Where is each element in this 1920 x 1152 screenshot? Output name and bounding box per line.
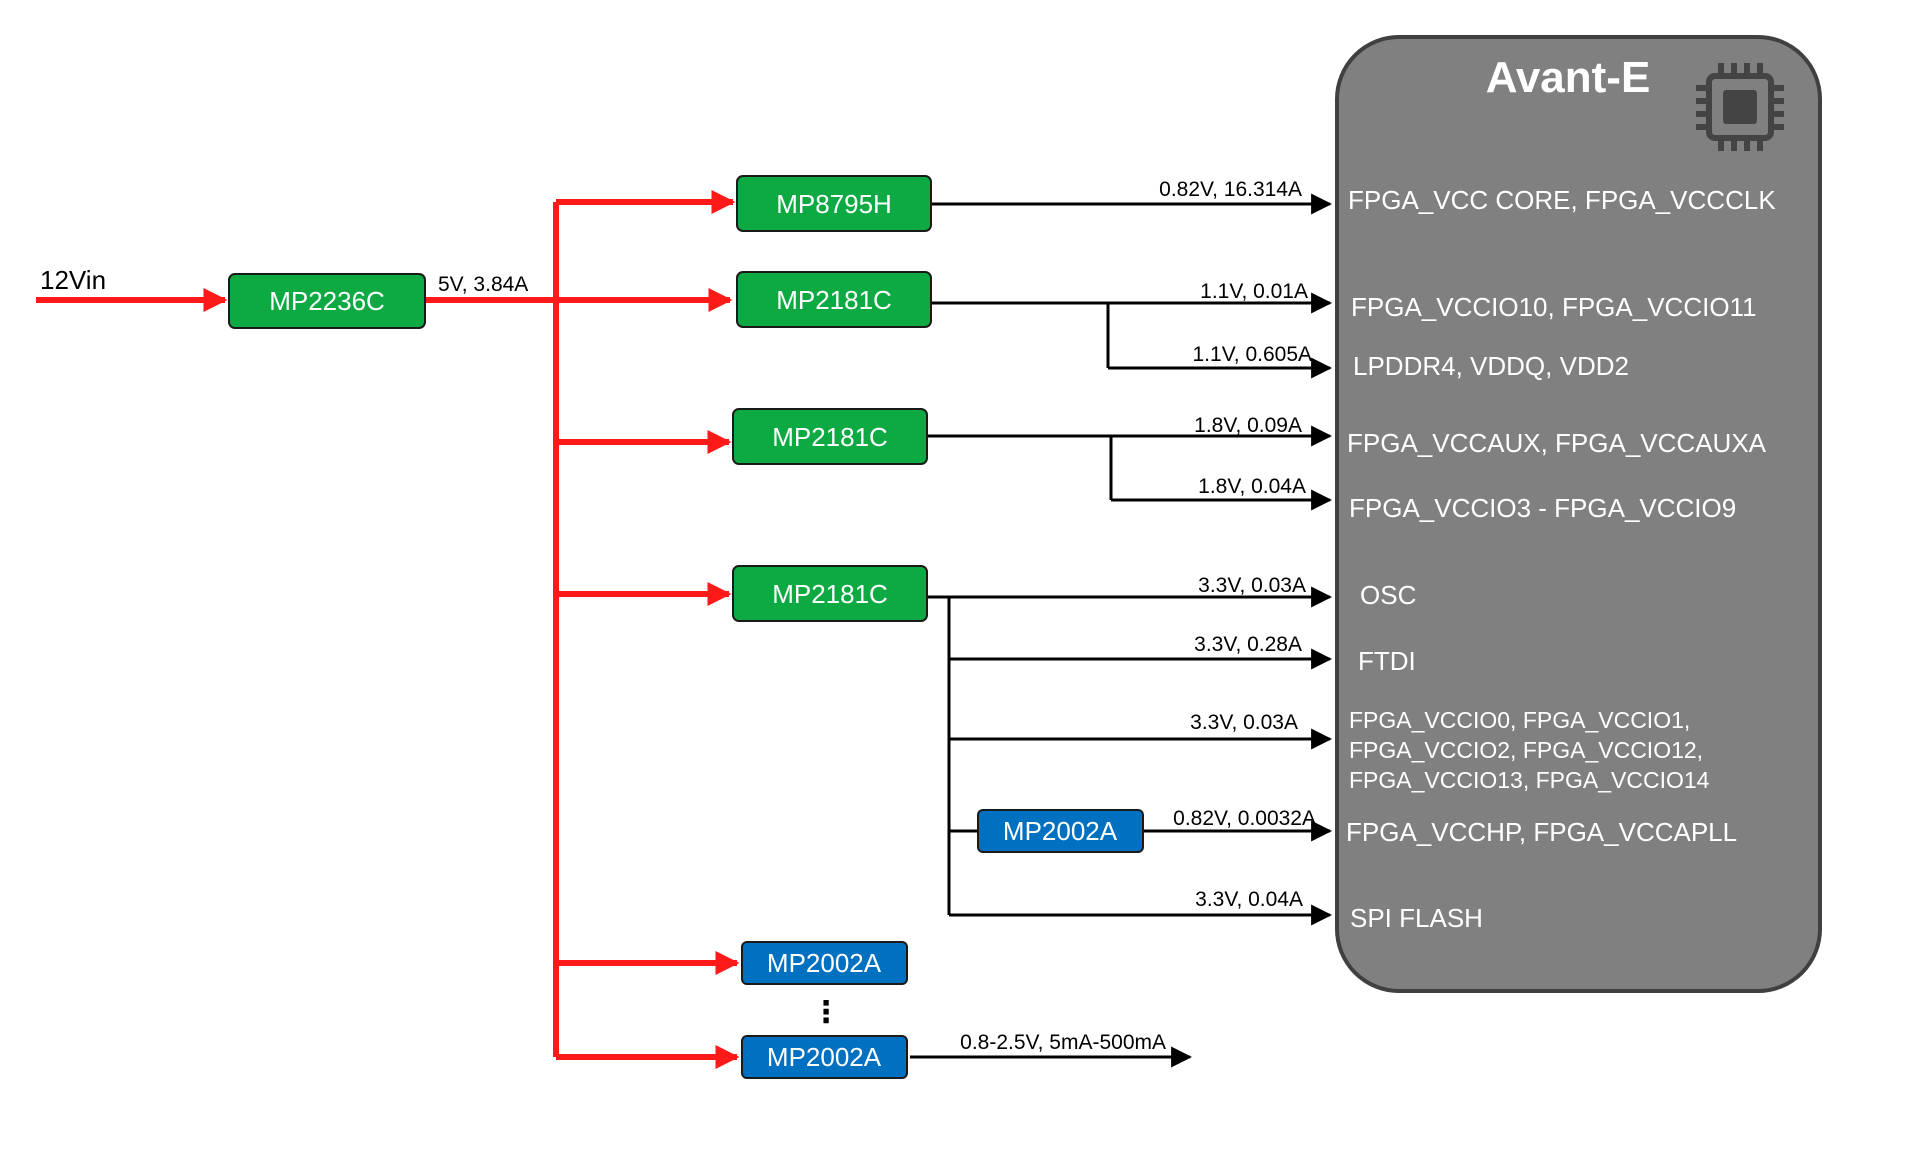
rail-label: FPGA_VCCIO2, FPGA_VCCIO12, [1349,737,1703,763]
regulator-mp2181c-1: MP2181C [736,271,932,328]
output-label: 3.3V, 0.28A [1194,633,1302,656]
fpga-title: Avant-E [1486,53,1651,102]
rail-label: OSC [1360,580,1416,610]
output-label: 1.8V, 0.04A [1198,475,1306,498]
regulator-mp2002a-1: MP2002A [741,941,908,985]
main-output-label: 5V, 3.84A [438,273,528,296]
output-wires [910,193,1333,1068]
fpga-block [1335,35,1822,993]
rail-label: FPGA_VCCIO10, FPGA_VCCIO11 [1351,292,1757,322]
output-label: 3.3V, 0.04A [1195,888,1303,911]
rail-label: FPGA_VCCIO3 - FPGA_VCCIO9 [1349,493,1736,523]
output-label: 1.8V, 0.09A [1194,414,1302,437]
chip-icon [1696,63,1784,151]
output-label: 1.1V, 0.605A [1193,343,1313,366]
rail-label: FPGA_VCCAUX, FPGA_VCCAUXA [1347,428,1767,458]
regulator-mp8795h: MP8795H [736,175,932,232]
regulator-mp2181c-3: MP2181C [732,565,928,622]
output-label: 1.1V, 0.01A [1200,280,1308,303]
regulator-label: MP8795H [776,189,892,219]
output-label: 0.82V, 0.0032A [1173,807,1316,830]
rail-label: SPI FLASH [1350,903,1483,933]
regulator-label: MP2181C [772,579,888,609]
input-label: 12Vin [40,265,106,295]
rail-label: FPGA_VCCHP, FPGA_VCCAPLL [1346,817,1737,847]
regulator-label: MP2181C [772,422,888,452]
output-label: 3.3V, 0.03A [1190,711,1298,734]
supply-wires [36,190,740,1069]
rail-labels: FPGA_VCC CORE, FPGA_VCCCLK FPGA_VCCIO10,… [1346,185,1776,933]
regulator-label: MP2236C [269,286,385,316]
regulator-mp2236c: MP2236C [228,273,426,329]
output-label: 3.3V, 0.03A [1198,574,1306,597]
output-label: 0.8-2.5V, 5mA-500mA [960,1031,1166,1054]
rail-label: FPGA_VCCIO0, FPGA_VCCIO1, [1349,707,1690,733]
regulator-mp2002a-inner: MP2002A [977,809,1144,853]
regulator-mp2002a-n: MP2002A [741,1035,908,1079]
rail-label: LPDDR4, VDDQ, VDD2 [1353,351,1629,381]
regulator-label: MP2002A [1003,816,1118,846]
rail-label: FPGA_VCCIO13, FPGA_VCCIO14 [1349,767,1710,793]
regulator-label: MP2181C [776,285,892,315]
output-labels: 0.82V, 16.314A 1.1V, 0.01A 1.1V, 0.605A … [960,178,1316,1054]
regulator-label: MP2002A [767,1042,882,1072]
rail-label: FPGA_VCC CORE, FPGA_VCCCLK [1348,185,1776,215]
ellipsis-icon: ⋮ [811,996,841,1029]
regulator-label: MP2002A [767,948,882,978]
regulator-mp2181c-2: MP2181C [732,408,928,465]
rail-label: FTDI [1358,646,1416,676]
output-label: 0.82V, 16.314A [1159,178,1302,201]
